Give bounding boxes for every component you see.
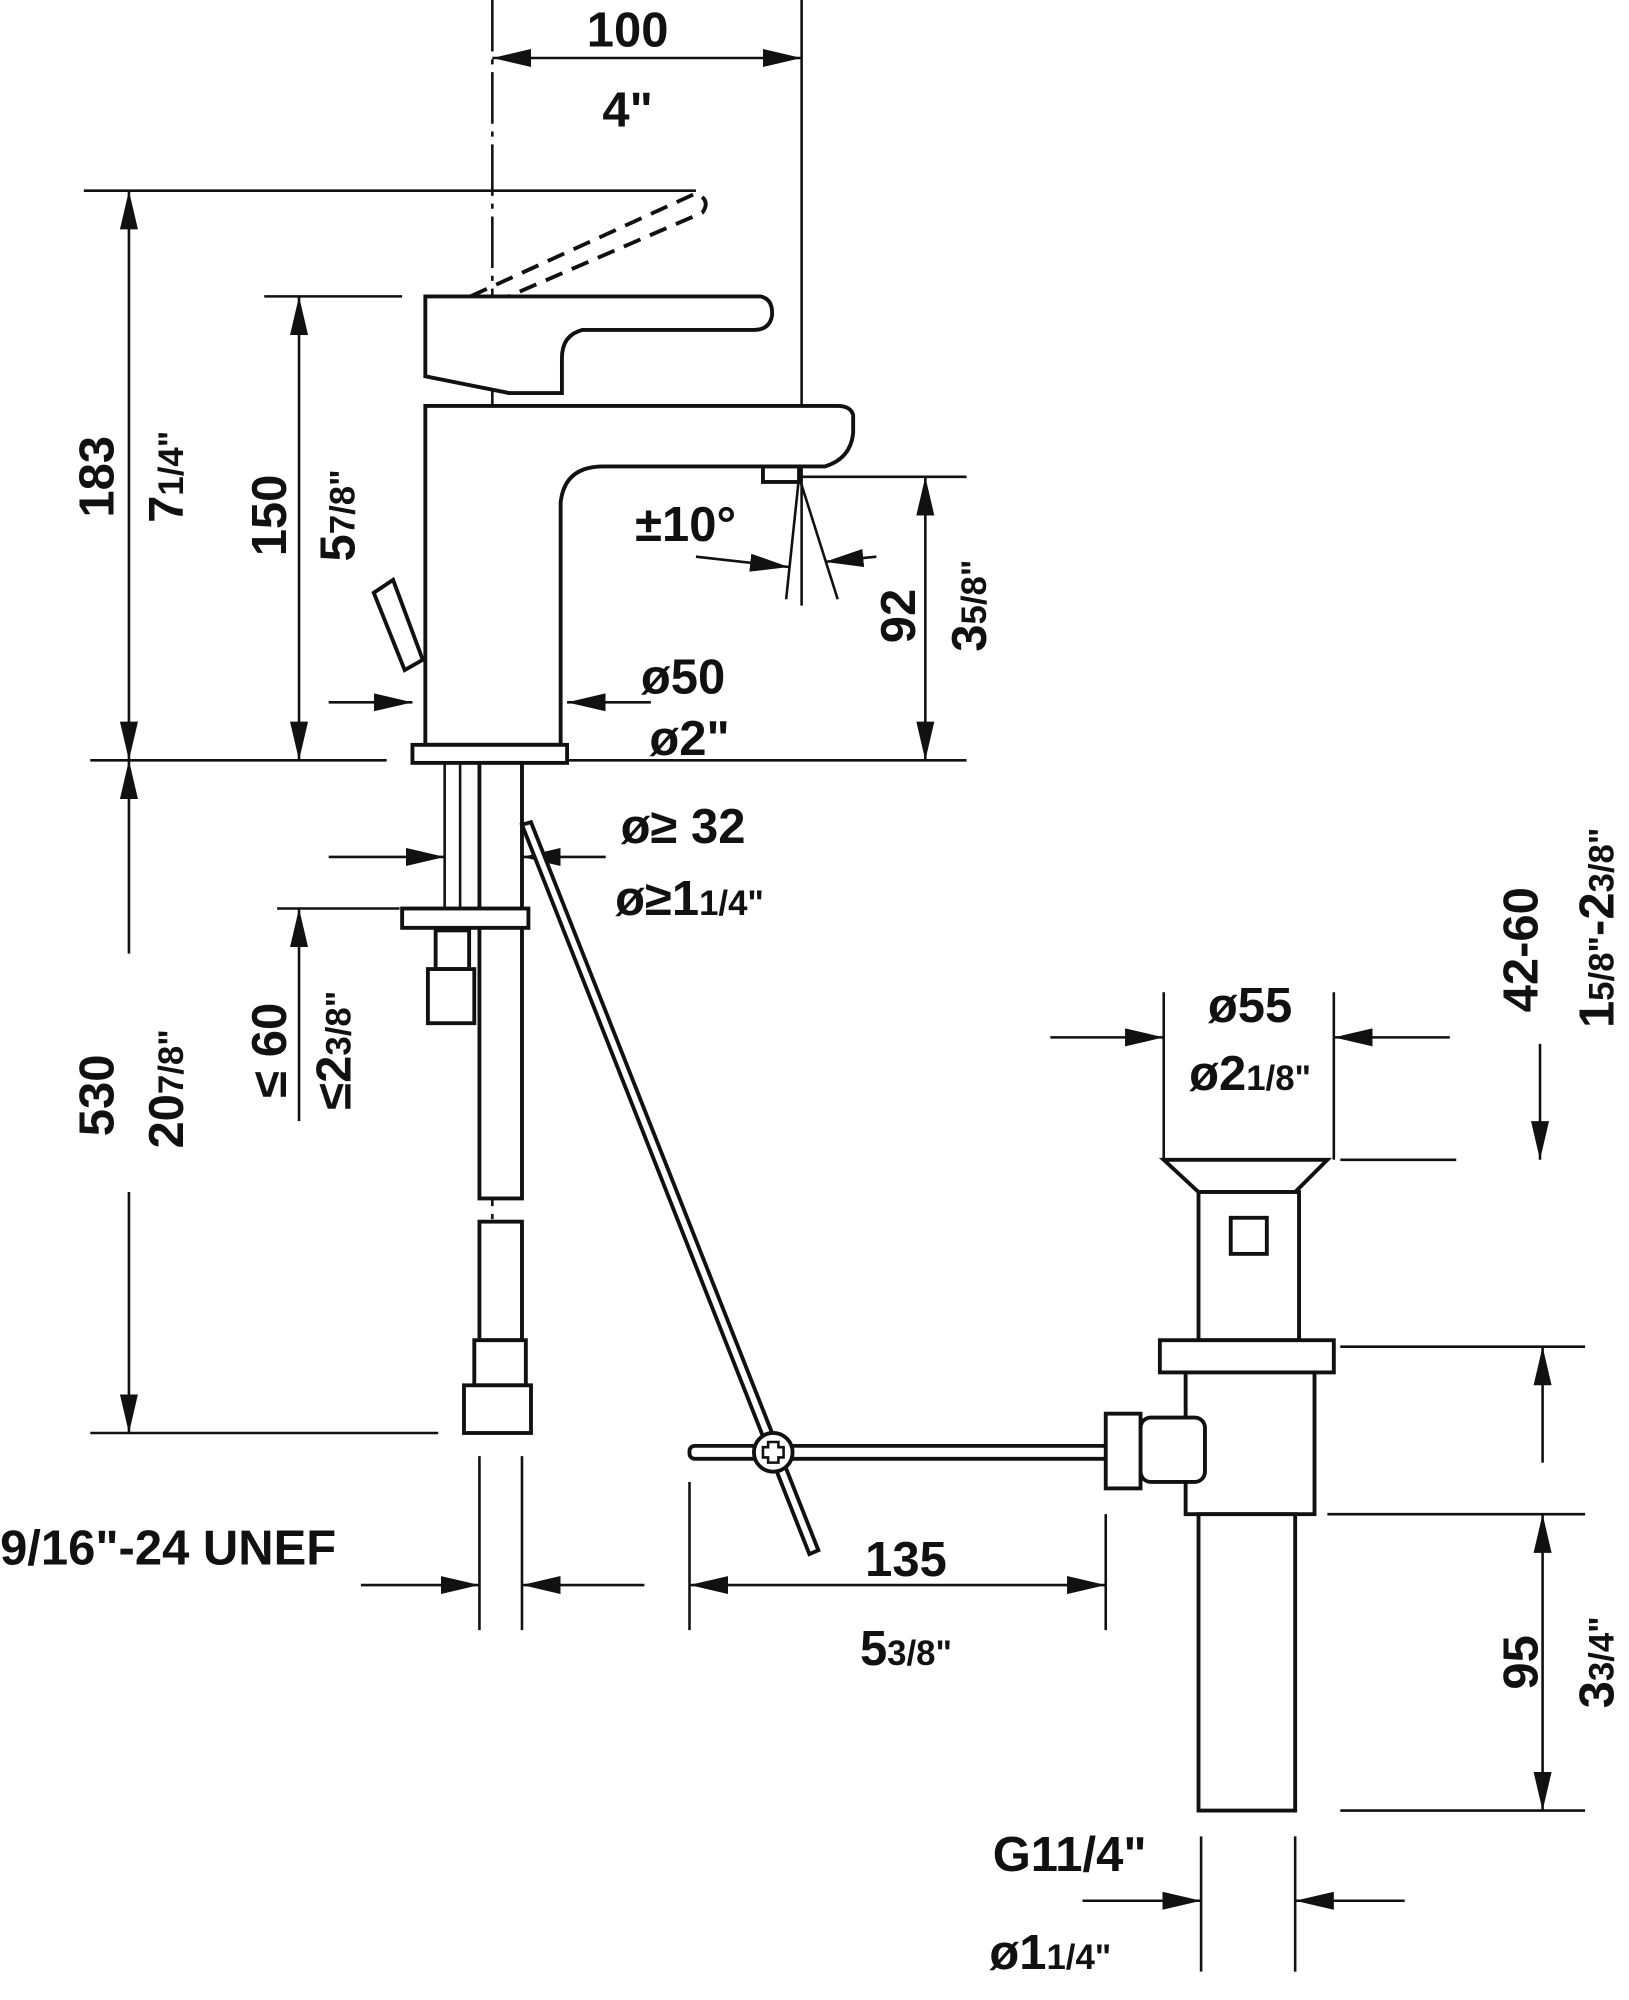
tailpipe-in: 33/4" <box>1570 1616 1624 1708</box>
deck-thickness-mm: ≤ 60 <box>243 1003 297 1098</box>
drain-flange-in: ø21/8" <box>1189 1047 1311 1101</box>
spout-height-mm: 92 <box>872 589 926 643</box>
drain-flange-mm: ø55 <box>1208 979 1292 1033</box>
hole-diameter-in: ø≥11/4" <box>615 872 764 926</box>
spout-height-in: 35/8" <box>943 560 997 652</box>
body-diameter-in: ø2" <box>649 712 729 766</box>
outlet-thread: G11/4" <box>993 1828 1147 1882</box>
thread-spec: 9/16"-24 UNEF <box>0 1521 336 1575</box>
spout-reach-mm: 100 <box>587 3 669 57</box>
hole-diameter-mm: ø≥ 32 <box>621 800 746 854</box>
dimension-labels: 100 4" 183 71/4" 150 57/8" ±10° 92 35/8"… <box>0 3 1624 1980</box>
rod-screw-icon <box>752 1431 795 1474</box>
drain-range-mm: 42-60 <box>1494 887 1548 1012</box>
under-sink-assembly <box>400 760 1111 1557</box>
body-height-mm: 150 <box>243 475 297 557</box>
rod-length-mm: 135 <box>865 1533 947 1587</box>
extension-lines <box>83 0 1586 1972</box>
outlet-diameter: ø11/4" <box>989 1926 1111 1980</box>
body-height-in: 57/8" <box>311 469 365 561</box>
hose-length-mm: 530 <box>70 1055 124 1137</box>
deck-thickness-in: ≤23/8" <box>308 991 362 1110</box>
drain-range-in: 15/8"-23/8" <box>1570 828 1624 1028</box>
hose-length-in: 207/8" <box>140 1029 194 1148</box>
total-height-mm: 183 <box>70 436 124 518</box>
rod-length-in: 53/8" <box>860 1622 952 1676</box>
faucet-body <box>371 191 856 765</box>
spout-angle: ±10° <box>635 498 736 552</box>
drain-assembly <box>1103 1157 1336 1813</box>
body-diameter-mm: ø50 <box>641 650 725 704</box>
spout-reach-in: 4" <box>602 83 652 137</box>
dimension-arrows <box>119 48 1552 1910</box>
tailpipe-mm: 95 <box>1494 1635 1548 1689</box>
total-height-in: 71/4" <box>140 431 194 523</box>
